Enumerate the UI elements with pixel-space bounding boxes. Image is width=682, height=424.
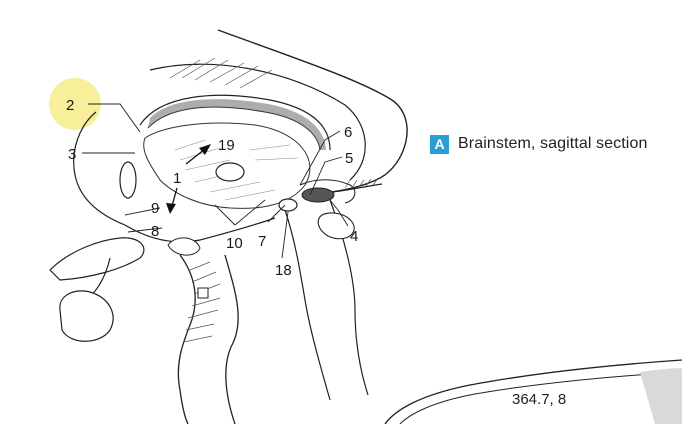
label-9: 9 [151, 200, 159, 217]
lower-right-slab [384, 359, 682, 424]
posterior-commissure [301, 187, 335, 203]
hypothalamus-floor [124, 217, 276, 243]
anterior-commissure [119, 161, 137, 199]
figure-badge: A [430, 134, 449, 154]
label-2-highlight [49, 78, 101, 130]
frontal-region [73, 111, 126, 226]
mammillary-body [167, 237, 201, 256]
lower-right-slab-inner [399, 371, 682, 424]
caption-text: Brainstem, sagittal section [458, 135, 648, 152]
label-5: 5 [345, 150, 353, 167]
page-reference: 364.7, 8 [512, 391, 567, 408]
label-4: 4 [350, 228, 358, 245]
figure-caption: A Brainstem, sagittal section [430, 133, 647, 155]
pons-posterior [224, 254, 239, 424]
arrow-1-down-shaft [171, 187, 178, 207]
arrow-1-up-head [199, 144, 211, 155]
arrow-1-down-head [166, 203, 176, 214]
label-6: 6 [344, 124, 352, 141]
thalamus-outline [143, 122, 311, 209]
occipital-hatch [344, 177, 379, 189]
aqueduct-line [284, 209, 331, 401]
upper-cerebral-contour [217, 29, 408, 193]
hatch-top [169, 57, 273, 89]
label-10: 10 [226, 235, 243, 252]
label-3: 3 [68, 146, 76, 163]
label-18: 18 [275, 262, 292, 279]
lower-right-shade [640, 368, 682, 424]
midbrain-anterior [177, 254, 196, 424]
midbrain-hatch [183, 261, 221, 343]
callosum-fill [148, 99, 326, 150]
habenula-curve [299, 179, 356, 204]
arrow-1-up-shaft [185, 148, 206, 165]
pituitary-gland [59, 290, 114, 342]
tectum-lobe [317, 212, 355, 240]
corpus-callosum [139, 94, 331, 151]
label-7: 7 [258, 233, 266, 250]
optic-chiasm [49, 237, 145, 281]
pineal-gland [278, 198, 298, 212]
interthalamic-adhesion [215, 162, 245, 182]
label-8: 8 [151, 223, 159, 240]
label-19: 19 [218, 137, 235, 154]
corpus-callosum-lower [147, 106, 321, 151]
leader-lines [82, 103, 349, 259]
label-2: 2 [66, 97, 74, 114]
upper-contour-inner [149, 63, 366, 181]
pontine-notch [197, 287, 209, 299]
label-1: 1 [173, 170, 181, 187]
occipital-tail [331, 183, 383, 193]
